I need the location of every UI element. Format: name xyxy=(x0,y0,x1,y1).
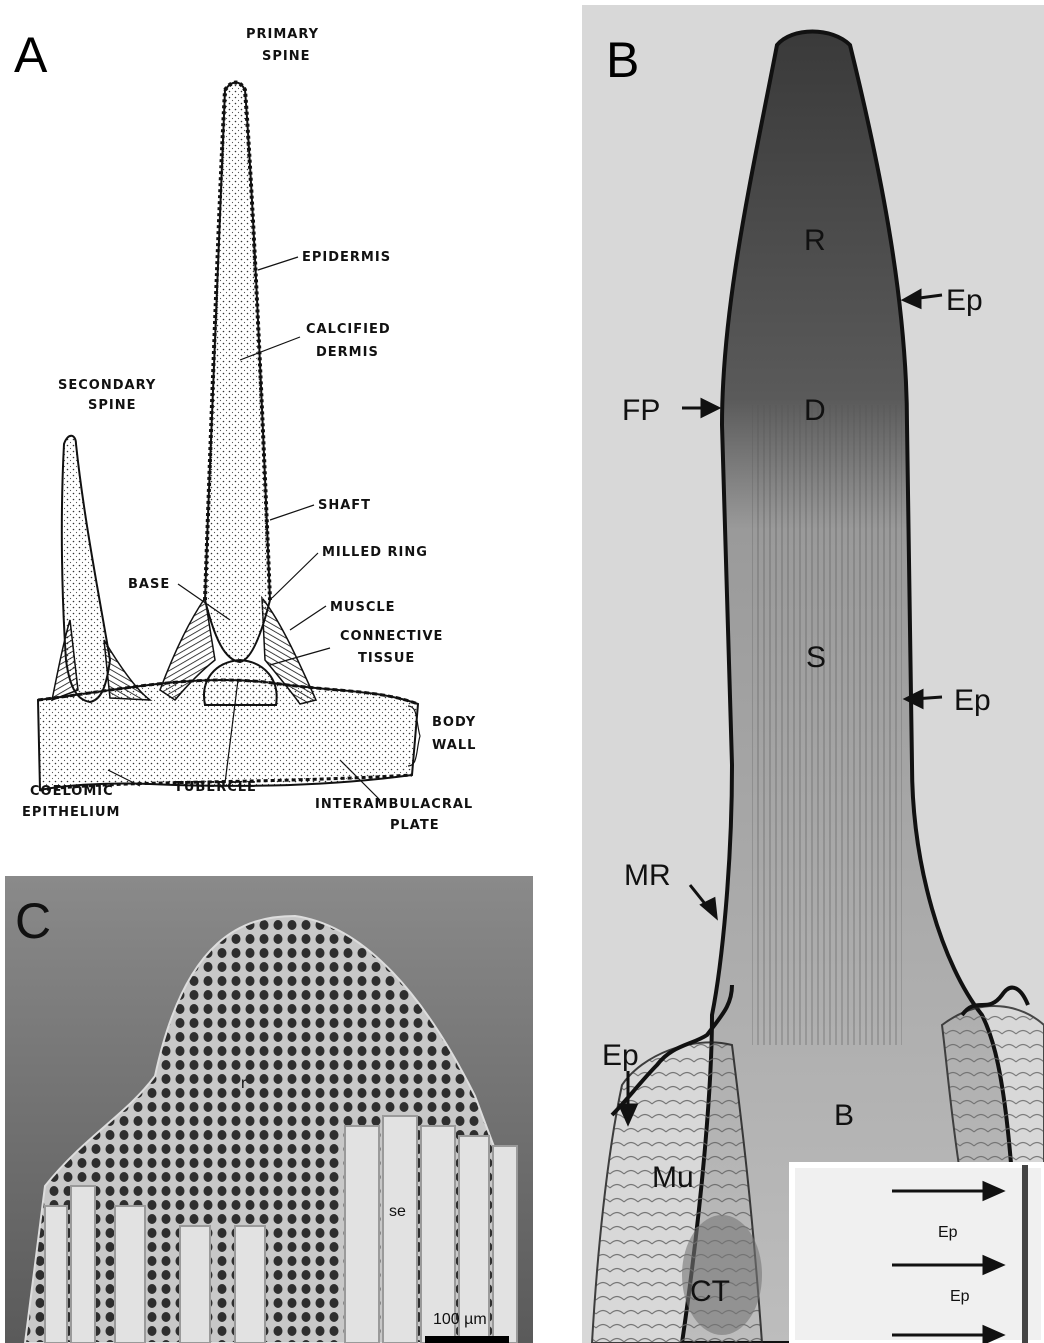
stereom-stripes xyxy=(752,405,902,1045)
label-primary-spine-2: SPINE xyxy=(262,49,311,64)
label-calcified-1: CALCIFIED xyxy=(306,322,391,337)
label-b-ep-mid: Ep xyxy=(954,684,991,717)
label-b-mr: MR xyxy=(624,859,671,892)
label-c-scale: 100 µm xyxy=(433,1311,487,1328)
label-b-inset-ep1: Ep xyxy=(938,1224,958,1241)
label-epidermis: EPIDERMIS xyxy=(302,250,391,265)
label-coelomic-1: COELOMIC xyxy=(30,784,114,799)
label-b-r: R xyxy=(804,224,826,257)
label-calcified-2: DERMIS xyxy=(316,345,379,360)
label-b-b: B xyxy=(834,1099,854,1132)
inset-edge xyxy=(1022,1165,1028,1343)
label-b-fp: FP xyxy=(622,394,660,427)
label-b-ep-top: Ep xyxy=(946,284,983,317)
panel-b-letter: B xyxy=(606,32,639,88)
label-c-r: r xyxy=(241,1075,247,1092)
sem-image: C r se 100 µm xyxy=(5,876,533,1343)
label-shaft: SHAFT xyxy=(318,498,371,513)
tubercle xyxy=(204,660,277,705)
panel-a-drawing: A PRIMA xyxy=(0,0,575,870)
spine-diagram: A PRIMA xyxy=(0,0,575,870)
muscle-region-right xyxy=(942,1006,1044,1185)
panel-c-sem: C r se 100 µm xyxy=(5,876,533,1343)
label-b-d: D xyxy=(804,394,826,427)
label-base: BASE xyxy=(128,577,170,592)
panel-c-letter: C xyxy=(15,893,51,949)
label-connective-1: CONNECTIVE xyxy=(340,629,443,644)
panel-b-section: B R Ep FP D S Ep xyxy=(582,5,1044,1343)
label-b-inset-ep2: Ep xyxy=(950,1288,970,1305)
label-body-wall-2: WALL xyxy=(432,738,476,753)
panel-a-letter: A xyxy=(14,27,48,83)
label-interamb-2: PLATE xyxy=(390,818,440,833)
label-coelomic-2: EPITHELIUM xyxy=(22,805,121,820)
label-milled-ring: MILLED RING xyxy=(322,545,428,560)
label-connective-2: TISSUE xyxy=(358,651,415,666)
label-secondary-1: SECONDARY xyxy=(58,378,156,393)
label-b-ct: CT xyxy=(690,1275,730,1308)
label-b-mu: Mu xyxy=(652,1161,694,1194)
label-interamb-1: INTERAMBULACRAL xyxy=(315,797,473,812)
label-tubercle: TUBERCLE xyxy=(174,780,257,795)
label-secondary-2: SPINE xyxy=(88,398,137,413)
label-b-s: S xyxy=(806,641,826,674)
label-body-wall-1: BODY xyxy=(432,715,476,730)
label-b-ep-left: Ep xyxy=(602,1039,639,1072)
label-c-se: se xyxy=(389,1203,406,1220)
label-primary-spine-1: PRIMARY xyxy=(246,27,319,42)
section-image: B R Ep FP D S Ep xyxy=(582,5,1044,1343)
label-muscle: MUSCLE xyxy=(330,600,396,615)
scale-bar xyxy=(425,1336,509,1343)
